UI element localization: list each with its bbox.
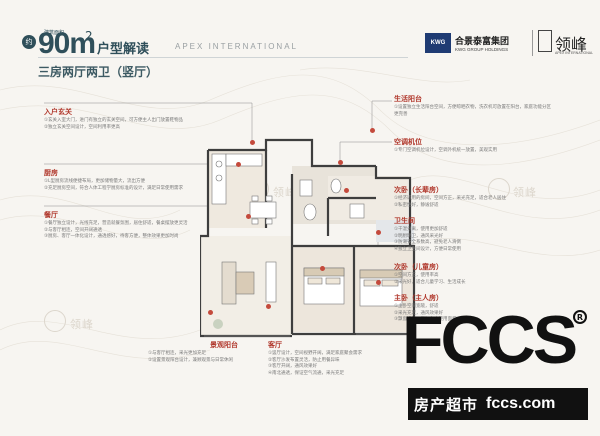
annotation-bathroom: 卫生间 ①干湿分离，使用更加舒适 ②明厨明卫，通风采光好 ③防潮安全系数高，避免… bbox=[394, 216, 461, 253]
view-balcony-marker bbox=[208, 310, 213, 315]
watermark-icon bbox=[488, 178, 510, 200]
annotation-dining: 餐厅 ①餐厅独立设计，光线充足，营造就餐氛围，居住舒适，餐桌摆放更灵活 ②与客厅… bbox=[44, 210, 188, 241]
annotation-title: 生活阳台 bbox=[394, 95, 422, 103]
area-prefix-badge: 约 bbox=[22, 35, 36, 49]
annotation-title: 卫生间 bbox=[394, 217, 415, 225]
annotation-entry: 入户玄关 ①玄关入室大门，进门有独立的玄关空间，可方便主人出门放置鞋物品 ②独立… bbox=[44, 107, 183, 131]
kwg-name-en: KWG GROUP HOLDINGS bbox=[455, 47, 509, 52]
annotation-line: ①L型厨房流线便捷布局，更加储物量大，流出方便 bbox=[44, 179, 146, 184]
kitchen-marker bbox=[236, 162, 241, 167]
annotation-title: 次卧（儿童房） bbox=[394, 263, 443, 271]
annotation-title: 厨房 bbox=[44, 169, 58, 177]
watermark-icon bbox=[44, 310, 66, 332]
child-room-marker bbox=[320, 266, 325, 271]
fccs-logo-letters: FCCS bbox=[402, 302, 578, 378]
kwg-name-cn: 合景泰富集团 bbox=[455, 37, 510, 47]
entry-marker bbox=[250, 140, 255, 145]
watermark: 领峰 bbox=[70, 318, 94, 331]
annotation-line: ①竖厅设计，空间视野开阔，满足家庭聚会需求 bbox=[268, 351, 363, 356]
elder-room-marker bbox=[344, 188, 349, 193]
annotation-line: ①玄关入室大门，进门有独立的玄关空间，可方便主人出门放置鞋物品 bbox=[44, 118, 184, 123]
annotation-line: ①主卧空间宽敞，舒适 bbox=[394, 304, 439, 309]
registered-mark-icon: R bbox=[573, 310, 587, 324]
annotation-line: ③厨房、客厅一体化设计，通透感好，待客方便，整体效果更加时尚 bbox=[44, 234, 179, 239]
annotation-master-room: 主卧（主人房） ①主卧空间宽敞，舒适 ②采光充足，通风效果好 ③飘窗设计，增加室… bbox=[394, 293, 457, 324]
bathroom-marker bbox=[376, 230, 381, 235]
annotation-title: 空调机位 bbox=[394, 138, 422, 146]
annotation-line: ①专门空调机位设计，空调外机统一放置，美观实用 bbox=[394, 148, 498, 153]
annotation-kitchen: 厨房 ①L型厨房流线便捷布局，更加储物量大，流出方便 ②充足厨房空间，符合人体工… bbox=[44, 168, 183, 192]
annotation-living: 客厅 ①竖厅设计，空间视野开阔，满足家庭聚会需求 ②客厅沙发布置灵活，防止用餐异… bbox=[268, 340, 362, 377]
annotation-line: ②充足厨房空间，符合人体工程学厨房标准的设计，满足日常使用需求 bbox=[44, 185, 184, 191]
annotation-line: ②独立玄关空间设计，空间利用率更高 bbox=[44, 124, 121, 130]
fccs-domain: fccs.com bbox=[486, 395, 556, 412]
brand-divider bbox=[532, 30, 533, 56]
annotation-elder-room: 次卧（长辈房） ①经济适用的房间，空间方正，采光充足，适合老人居住 ②私密性好，… bbox=[394, 185, 506, 209]
service-balcony-marker bbox=[370, 128, 375, 133]
annotation-line: ②设置景观阳台设计，兼顾观景与日常休闲 bbox=[148, 357, 234, 363]
watermark: 领峰 bbox=[513, 186, 537, 199]
project-english-name: APEX INTERNATIONAL bbox=[175, 42, 298, 51]
page-title: 户型解读 bbox=[97, 42, 150, 57]
annotation-line: ①与客厅相连，采光更加充足 bbox=[148, 351, 207, 356]
annotation-title: 景观阳台 bbox=[210, 341, 238, 349]
annotation-ac: 空调机位 ①专门空调机位设计，空调外机统一放置，美观实用 bbox=[394, 137, 497, 155]
annotation-line: ②采光好，适合儿童学习、生活成长 bbox=[394, 279, 466, 285]
annotation-child-room: 次卧（儿童房） ①空间方正，使用率高 ②采光好，适合儿童学习、生活成长 bbox=[394, 262, 466, 286]
annotation-title: 餐厅 bbox=[44, 211, 58, 219]
annotation-title: 客厅 bbox=[268, 341, 282, 349]
kwg-logo: KWG bbox=[425, 33, 451, 53]
annotation-view-balcony: 景观阳台 ①与客厅相连，采光更加充足 ②设置景观阳台设计，兼顾观景与日常休闲 bbox=[148, 340, 238, 364]
annotation-line: ③飘窗设计，增加室内使用面积 bbox=[394, 317, 457, 322]
annotation-line: ④南北通透，保证空气流通，采光充足 bbox=[268, 370, 345, 376]
project-name-en: APEX INTERNATIONAL bbox=[555, 51, 594, 55]
fccs-logo-bar: 房产超市 fccs.com bbox=[408, 388, 588, 420]
living-marker bbox=[266, 304, 271, 309]
annotation-line: ②私密性好，静谧舒适 bbox=[394, 202, 439, 208]
fccs-name-cn: 房产超市 bbox=[414, 395, 479, 414]
watermark: 领峰 bbox=[273, 186, 297, 199]
dining-marker bbox=[246, 214, 251, 219]
annotation-title: 主卧（主人房） bbox=[394, 294, 443, 302]
area-caption: 建筑面积 bbox=[44, 30, 65, 36]
area-value: 90m bbox=[38, 27, 96, 60]
ac-marker bbox=[338, 160, 343, 165]
annotation-line: ①空间方正，使用率高 bbox=[394, 273, 439, 278]
annotation-line: ①餐厅独立设计，光线充足，营造就餐氛围，居住舒适，餐桌摆放更灵活 bbox=[44, 221, 188, 226]
annotation-line: ③客厅开阔，通风效果好 bbox=[268, 364, 318, 369]
annotation-line: ②与客厅相连，空间开阔通透 bbox=[44, 227, 103, 233]
area-superscript: 2 bbox=[85, 29, 93, 43]
annotation-service-balcony: 生活阳台 ①设置独立生活阳台空间，方便晾晒衣物，洗衣机可放置在阳台，家庭功能分区… bbox=[394, 94, 554, 118]
annotation-line: ①经济适用的房间，空间方正，采光充足，适合老人居住 bbox=[394, 196, 507, 201]
annotation-line: ②采光充足，通风效果好 bbox=[394, 310, 444, 316]
annotation-line: ③防潮安全系数高，避免老人滑倒 bbox=[394, 240, 462, 245]
floor-plan bbox=[200, 138, 416, 338]
annotation-line: ①设置独立生活阳台空间，方便晾晒衣物，洗衣机可放置在阳台，家庭功能分区更完善 bbox=[394, 105, 552, 117]
annotation-line: ④独立卫生间设计，方便日常使用 bbox=[394, 246, 462, 252]
annotation-title: 次卧（长辈房） bbox=[394, 186, 443, 194]
annotation-line: ①干湿分离，使用更加舒适 bbox=[394, 227, 448, 232]
project-name-cn: 领峰 bbox=[555, 35, 588, 54]
header-divider bbox=[38, 57, 408, 58]
annotation-line: ②明厨明卫，通风采光好 bbox=[394, 233, 444, 239]
annotation-title: 入户玄关 bbox=[44, 108, 72, 116]
master-room-marker bbox=[376, 280, 381, 285]
layout-subtitle: 三房两厅两卫（竖厅） bbox=[38, 65, 159, 79]
annotation-line: ②客厅沙发布置灵活，防止用餐异味 bbox=[268, 357, 340, 363]
project-logo-mark bbox=[538, 30, 552, 52]
